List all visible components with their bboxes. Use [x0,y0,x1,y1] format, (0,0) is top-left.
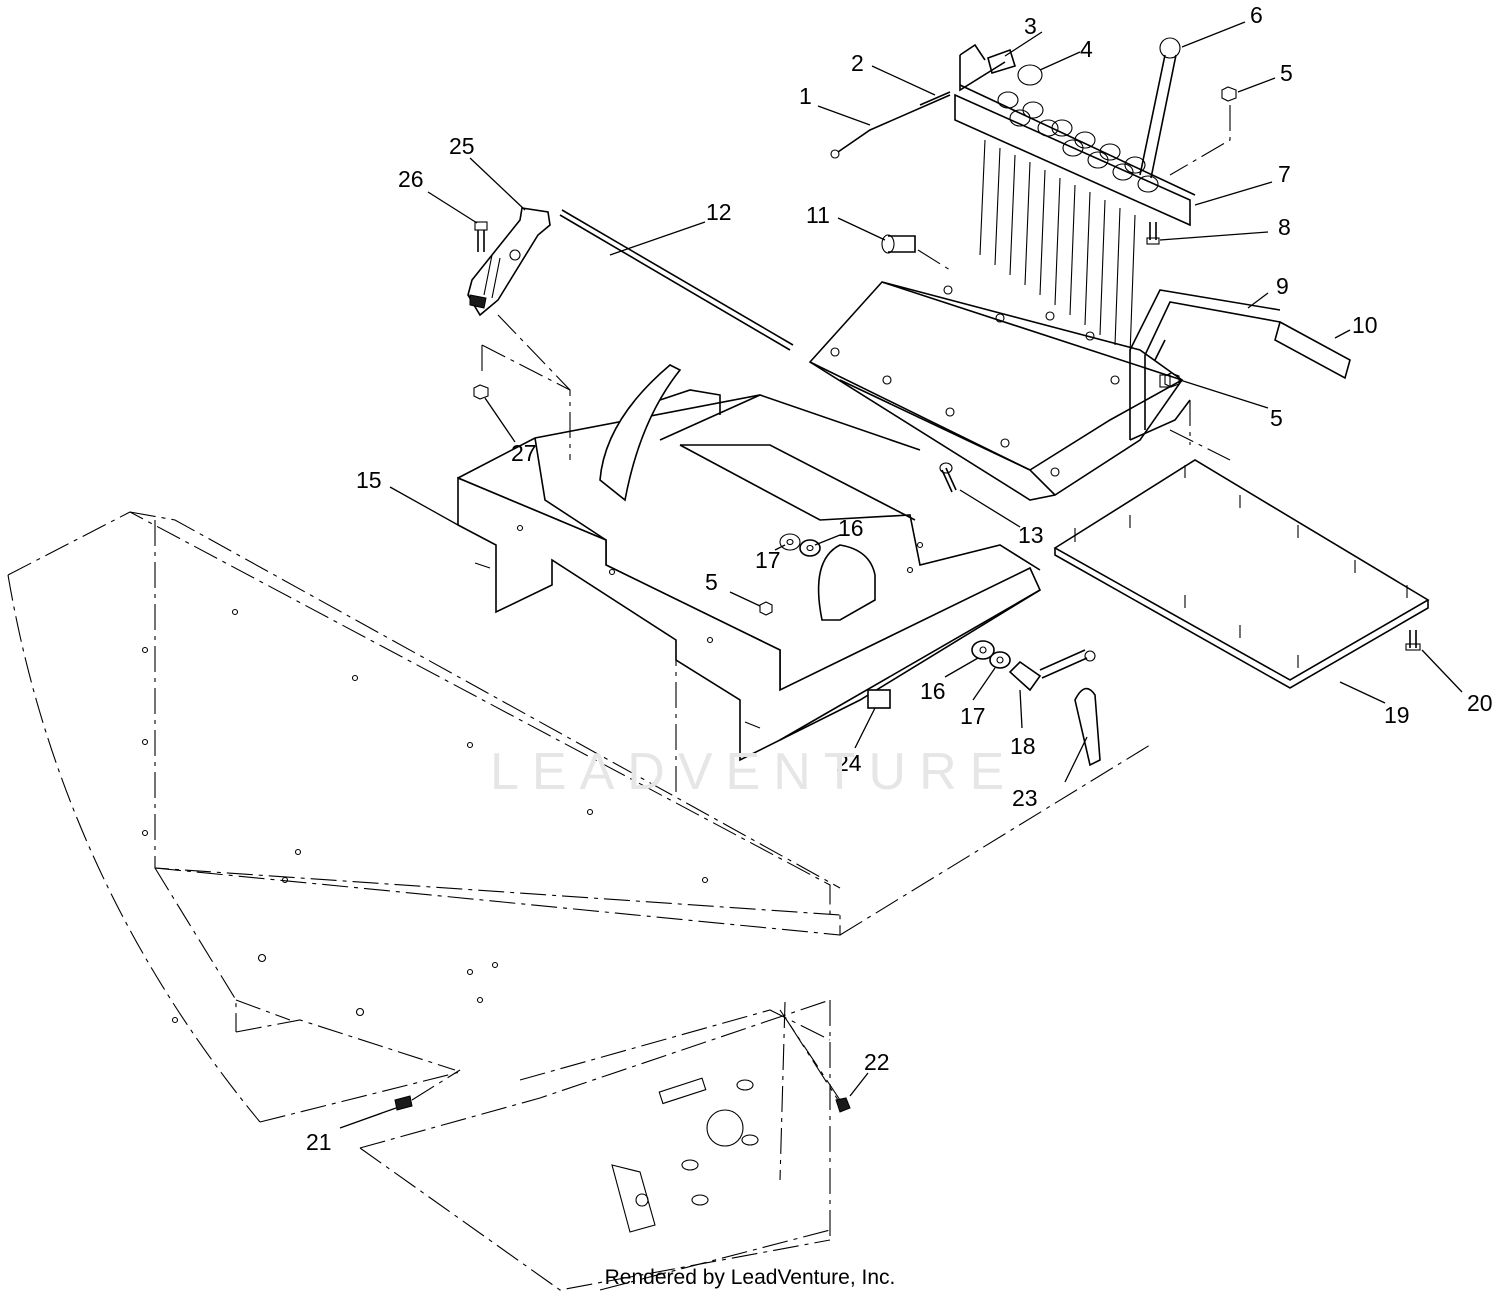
callout-8: 8 [1278,214,1291,240]
screw-20 [1405,630,1421,651]
nut-27 [473,344,571,400]
main-frame [457,364,1042,762]
grip-23 [1074,687,1101,767]
nut-5-right [1164,372,1180,388]
callout-1: 1 [799,83,812,109]
cable [830,91,951,159]
pin-handle [1139,37,1181,179]
decal-24 [867,689,891,709]
callout-17-lower: 17 [960,703,986,729]
bolt-8 [1146,222,1160,245]
nut-5-top [1221,86,1237,102]
tine-clips [997,91,1159,193]
callout-9: 9 [1276,273,1289,299]
lever [1129,289,1351,445]
leader-lines [339,21,1463,1129]
callout-27: 27 [511,440,537,466]
pin-3 [987,48,1043,86]
nut-22 [789,1024,851,1113]
callout-labels: 1 2 3 4 5 6 7 8 9 10 5 11 12 25 26 27 15… [306,2,1493,1155]
deck-housing [7,511,1151,1291]
callout-12: 12 [706,199,732,225]
callout-7: 7 [1278,161,1291,187]
rod [559,209,794,351]
pin-11 [881,234,951,271]
tines [979,139,1136,356]
callout-13: 13 [1018,522,1044,548]
pin-13 [939,462,957,493]
plate [1053,429,1430,689]
bolt-26 [474,221,488,252]
housing-holes [141,608,709,1024]
chute-tray [808,281,1184,501]
callout-22: 22 [864,1049,890,1075]
callout-19: 19 [1384,702,1410,728]
latch [467,207,571,460]
callout-16-lower: 16 [920,678,946,704]
callout-11: 11 [806,202,830,228]
callout-15: 15 [356,467,382,493]
callout-18: 18 [1010,733,1036,759]
callout-16-upper: 16 [838,515,864,541]
washers-upper [759,533,821,616]
callout-3: 3 [1024,13,1037,39]
callout-25: 25 [449,133,475,159]
render-credit: Rendered by LeadVenture, Inc. [604,1266,896,1289]
callout-4: 4 [1080,36,1093,62]
callout-2: 2 [851,50,864,76]
callout-26: 26 [398,166,424,192]
callout-5-middle: 5 [705,569,718,595]
callout-17-upper: 17 [755,547,781,573]
callout-5-right: 5 [1270,405,1283,431]
callout-21: 21 [306,1129,332,1155]
watermark: LEADVENTURE [490,743,1018,801]
knob-18 [1008,649,1096,692]
bolt-21 [394,1069,461,1111]
washers-lower [971,640,1011,669]
callout-24: 24 [836,750,862,776]
callout-23: 23 [1012,785,1038,811]
callout-6: 6 [1250,2,1263,28]
callout-20: 20 [1467,690,1493,716]
callout-5-top: 5 [1280,60,1293,86]
callout-10: 10 [1352,312,1378,338]
tine-assembly [954,37,1231,356]
mount-bracket [519,1009,831,1233]
